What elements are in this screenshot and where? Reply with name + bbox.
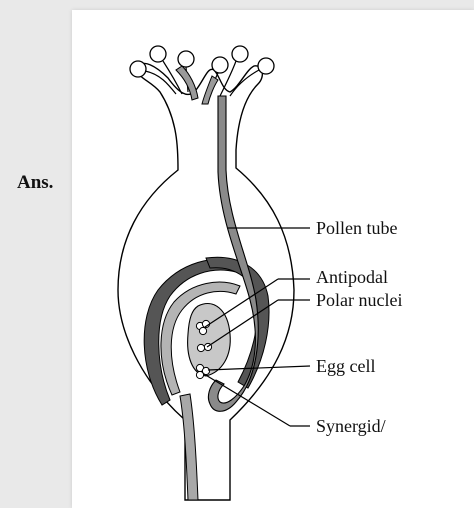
label-synergid: Synergid/ <box>316 416 386 436</box>
label-pollen-tube: Pollen tube <box>316 218 398 238</box>
label-polar-nuclei: Polar nuclei <box>316 290 402 310</box>
label-egg-cell: Egg cell <box>316 356 375 376</box>
pistil-outline <box>118 63 294 500</box>
label-antipodal: Antipodal <box>316 267 388 287</box>
